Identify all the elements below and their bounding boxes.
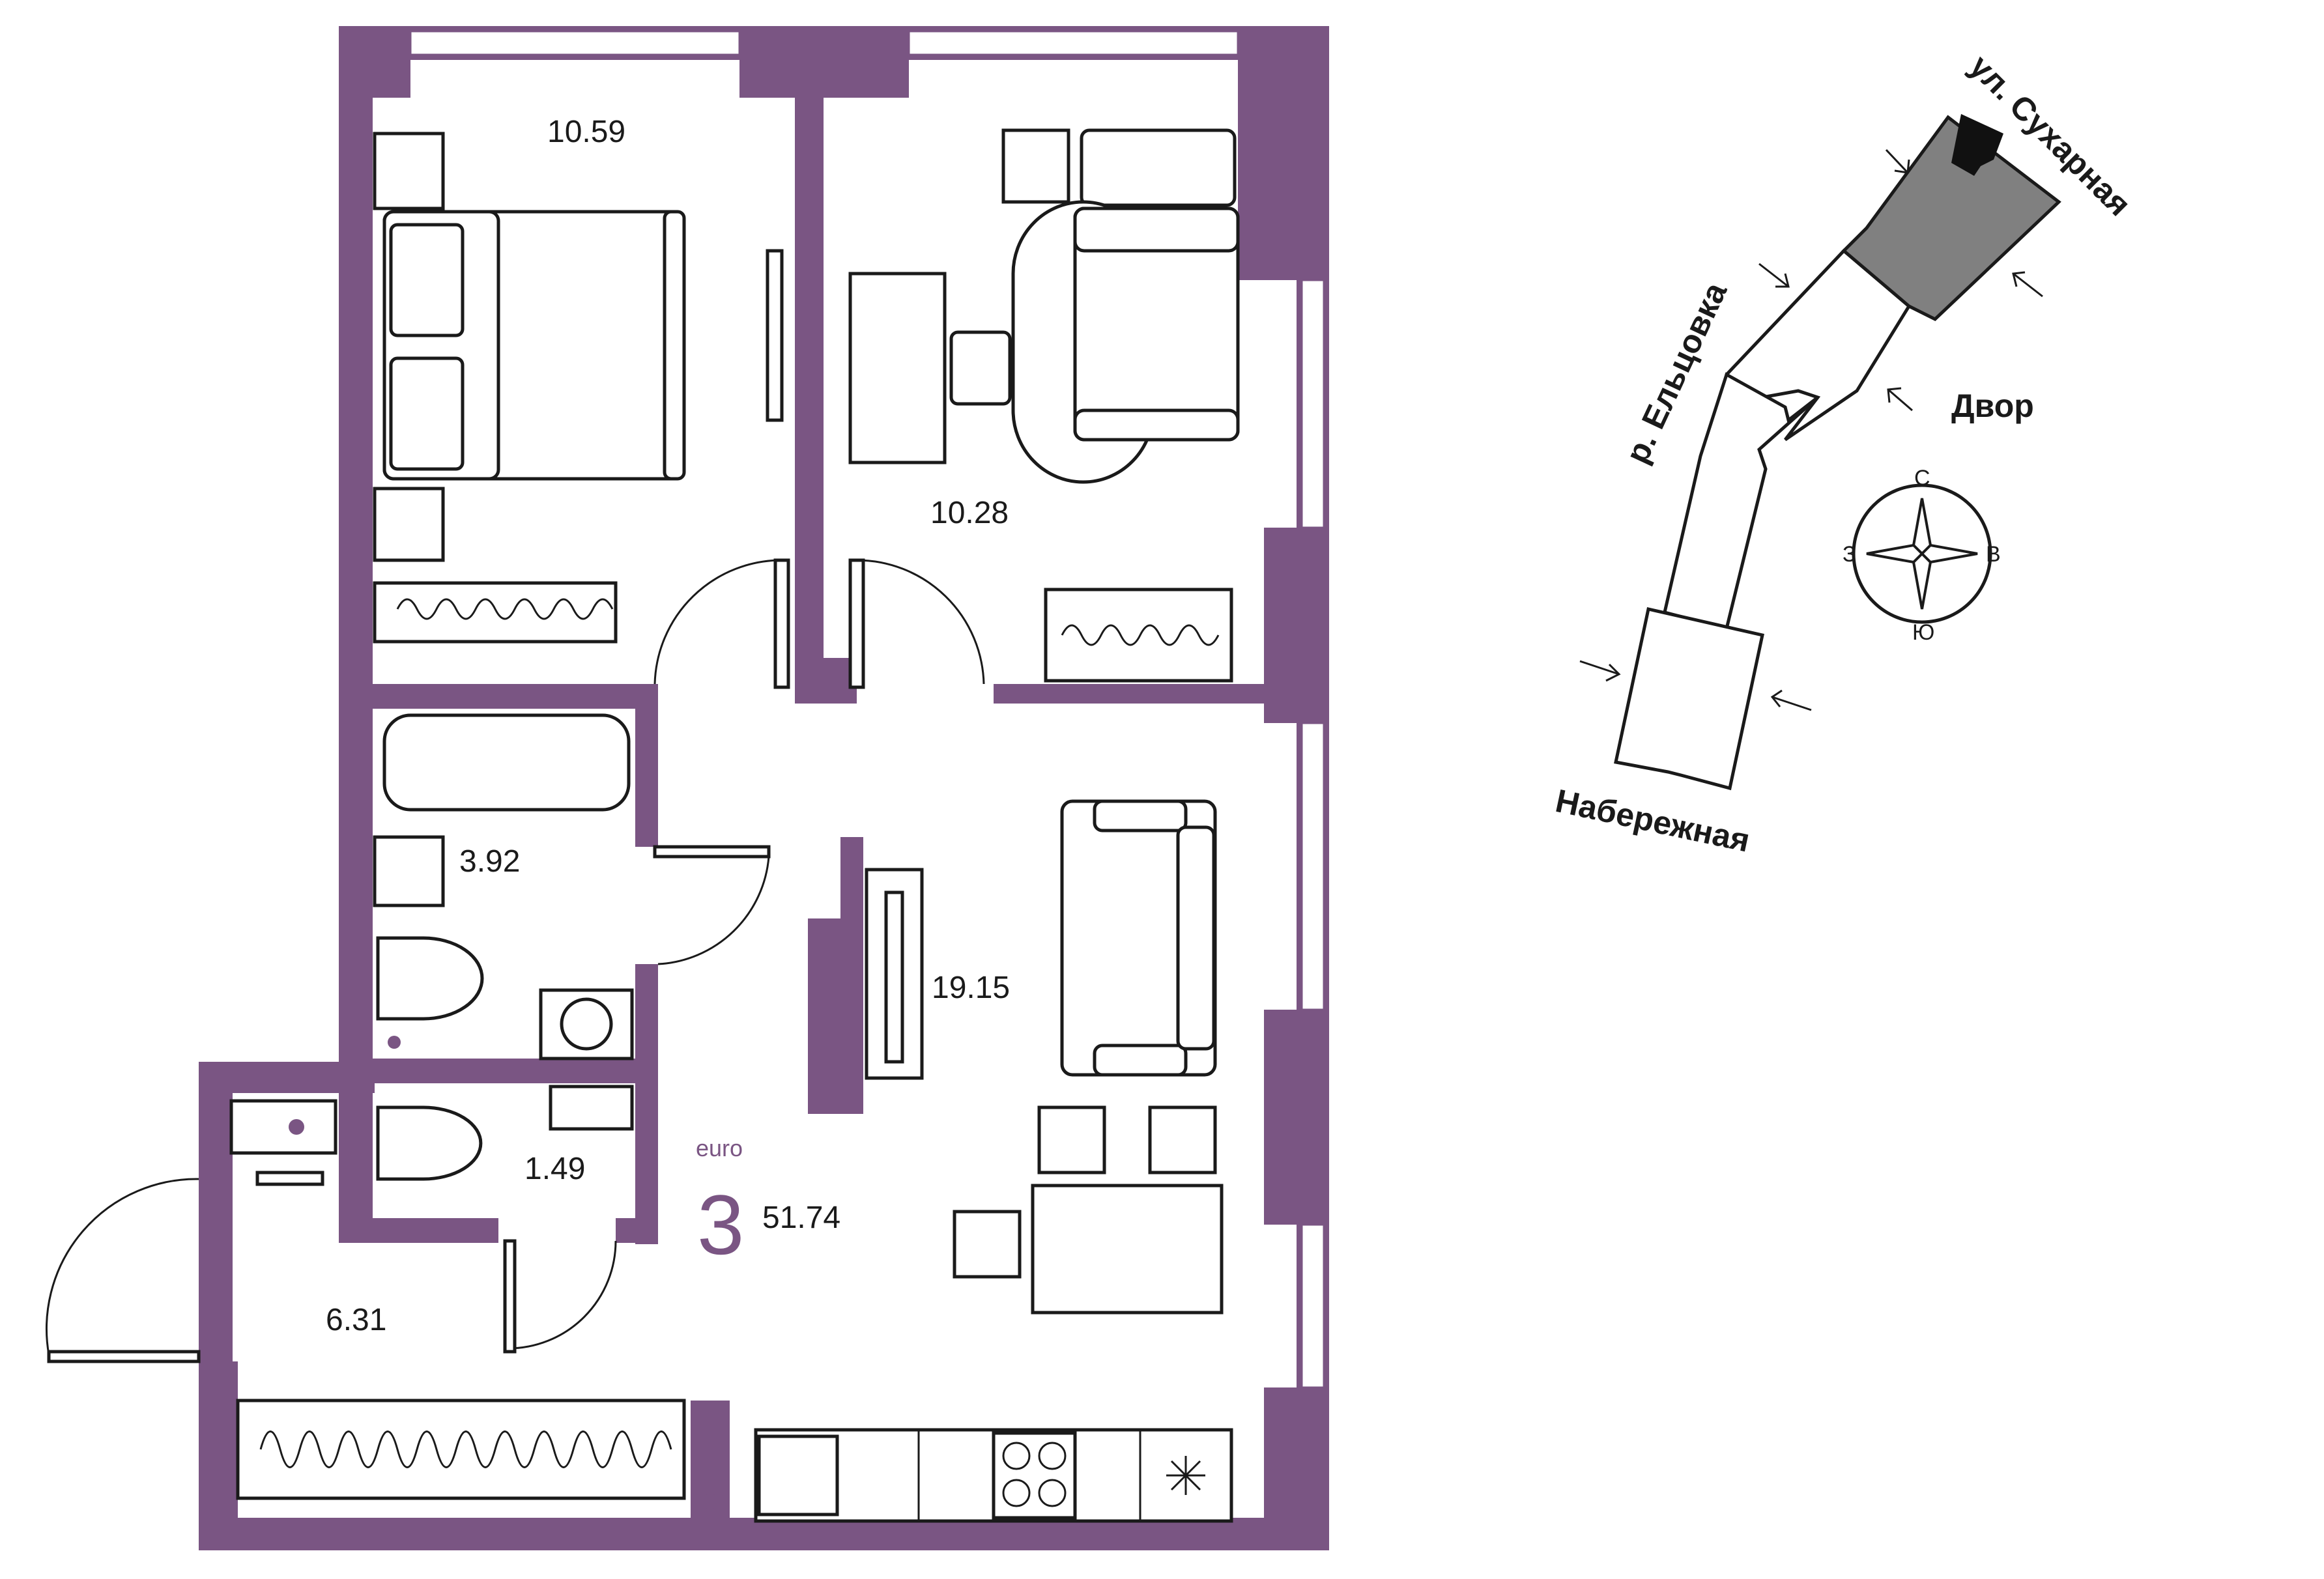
room-area-bathroom: 3.92 bbox=[459, 844, 520, 879]
room-area-bedroom-1: 10.59 bbox=[547, 115, 625, 149]
apartment-rooms-count: 3 bbox=[697, 1177, 744, 1272]
compass-south-label: Ю bbox=[1912, 620, 1934, 645]
building-south-outline bbox=[1614, 606, 1764, 791]
room-area-living-room: 19.15 bbox=[932, 971, 1010, 1005]
compass-rose: С Ю З В bbox=[1843, 466, 2001, 645]
compass-west-label: З bbox=[1843, 542, 1856, 567]
apartment-type-label: euro bbox=[696, 1135, 743, 1161]
highlighted-building-corner bbox=[1951, 114, 2003, 176]
entrance-arrows bbox=[1579, 149, 2043, 711]
building-long-outline bbox=[1663, 372, 1819, 631]
doors bbox=[46, 558, 985, 1363]
embankment-label: Набережная bbox=[1553, 782, 1753, 859]
compass-north-label: С bbox=[1914, 466, 1930, 491]
furniture bbox=[229, 128, 1240, 1523]
site-plan: ул. Сухарная р. Ельцовка Двор Набережная bbox=[1553, 48, 2138, 859]
highlighted-building-section bbox=[1841, 115, 2061, 322]
room-area-wc: 1.49 bbox=[524, 1152, 585, 1186]
courtyard-label: Двор bbox=[1951, 388, 2034, 424]
walls bbox=[199, 26, 1329, 1550]
apartment-total-area: 51.74 bbox=[762, 1201, 840, 1235]
room-area-bedroom-2: 10.28 bbox=[930, 496, 1009, 530]
room-area-hallway: 6.31 bbox=[326, 1303, 386, 1337]
compass-east-label: В bbox=[1986, 542, 2001, 567]
